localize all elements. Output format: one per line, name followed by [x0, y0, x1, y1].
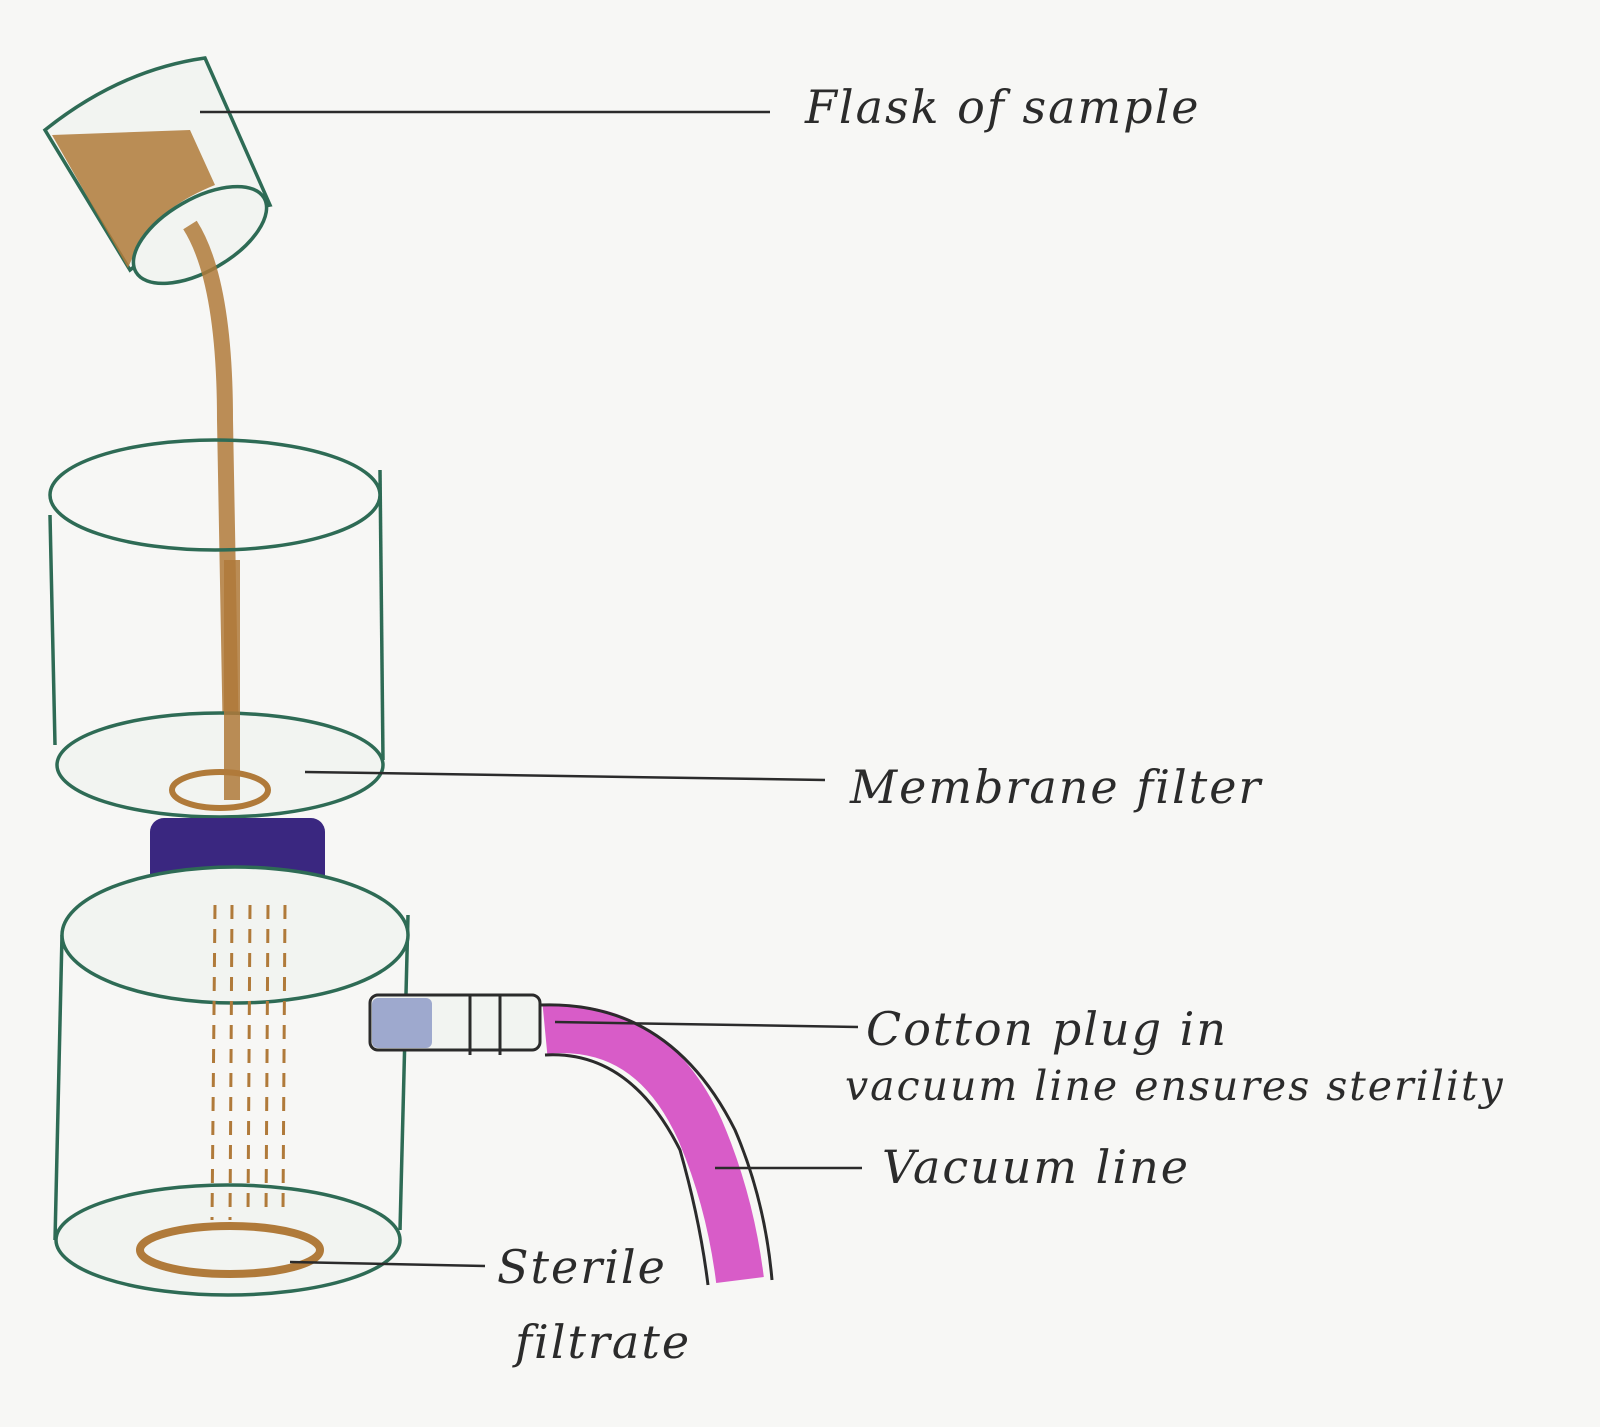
- label-membrane-filter: Membrane filter: [850, 760, 1263, 814]
- cotton-plug: [372, 998, 432, 1048]
- label-cotton-plug-line1: Cotton plug in: [866, 1002, 1228, 1056]
- flask-sample-liquid: [52, 130, 215, 268]
- vacuum-tube: [542, 1005, 764, 1284]
- side-arm: [368, 993, 542, 1055]
- filtrate-pool: [136, 1222, 324, 1278]
- label-flask-of-sample: Flask of sample: [805, 80, 1201, 134]
- receiving-flask-top: [60, 865, 410, 1005]
- sample-flask: [42, 56, 273, 286]
- sterile-leader: [289, 1260, 486, 1268]
- pouring-stream: [183, 220, 240, 801]
- retained-residue: [169, 769, 271, 811]
- funnel-top-rim: [48, 438, 382, 552]
- membrane-filter-disc: [55, 711, 385, 819]
- cotton-leader: [554, 1020, 859, 1029]
- label-vacuum-line: Vacuum line: [882, 1140, 1190, 1194]
- label-cotton-plug-line2: vacuum line ensures sterility: [845, 1062, 1505, 1110]
- receiving-flask-base: [54, 1183, 402, 1297]
- label-sterile-line2: filtrate: [515, 1315, 692, 1369]
- filter-funnel: [48, 438, 385, 819]
- filtrate-drips: [210, 904, 287, 1221]
- membrane-leader: [304, 770, 826, 782]
- receiving-flask: [53, 865, 410, 1297]
- label-sterile-line1: Sterile: [497, 1240, 667, 1294]
